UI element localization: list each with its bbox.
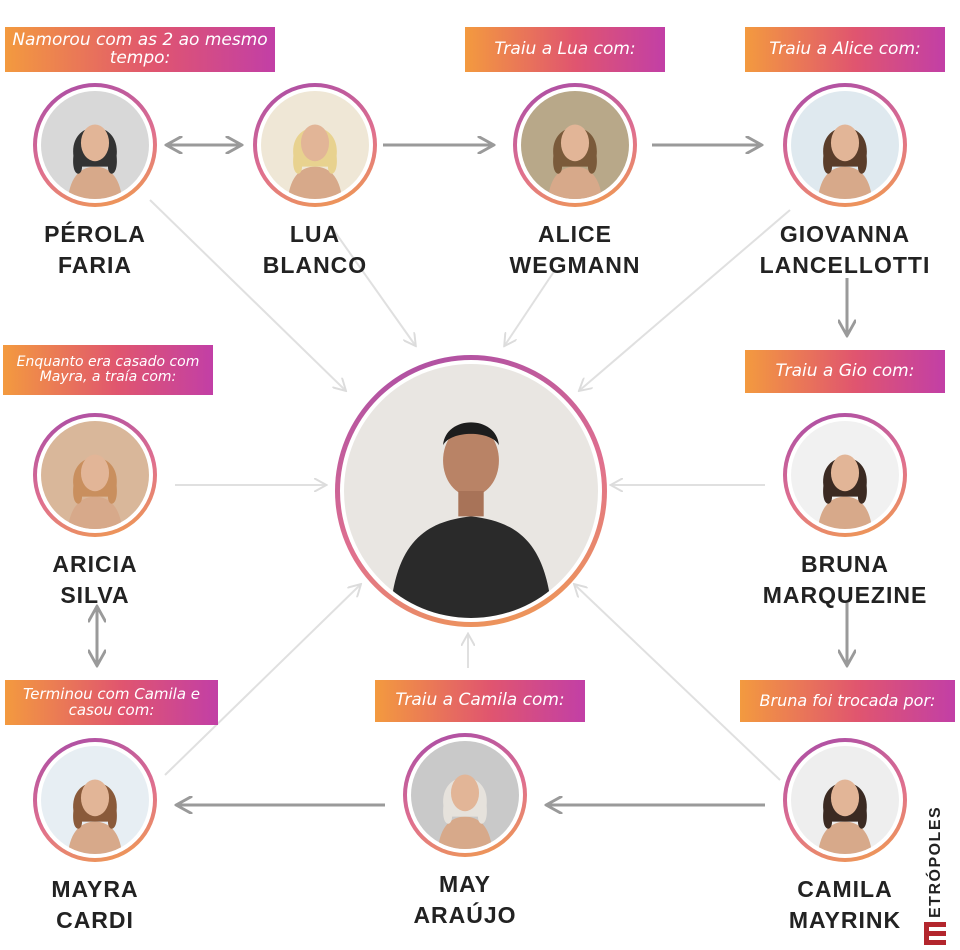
link-mayra-center (164, 585, 360, 776)
last-name: MAYRINK (788, 907, 902, 933)
mayra-portrait (41, 746, 149, 854)
last-name: LANCELLOTTI (759, 252, 931, 278)
first-name: MAY (439, 871, 491, 897)
first-name: BRUNA (800, 551, 890, 577)
giovanna-photo (783, 83, 907, 207)
aricia-portrait (41, 421, 149, 529)
first-name: GIOVANNA (779, 221, 911, 247)
man-photo (344, 364, 598, 618)
lua-name: LUA BLANCO (195, 219, 435, 281)
link-alice-center (505, 269, 556, 345)
last-name: BLANCO (262, 252, 368, 278)
first-name: ARICIA (52, 551, 138, 577)
first-name: ALICE (538, 221, 612, 247)
perola-photo (33, 83, 157, 207)
first-name: LUA (289, 221, 341, 247)
aricia-photo (33, 413, 157, 537)
last-name: MARQUEZINE (762, 582, 928, 608)
banner-ended-camila: Terminou com Camila e casou com: (5, 680, 218, 725)
camila-portrait (791, 746, 899, 854)
bruna-photo (783, 413, 907, 537)
last-name: ARAÚJO (413, 902, 517, 928)
last-name: FARIA (58, 252, 132, 278)
perola-portrait (41, 91, 149, 199)
mayra-name: MAYRA CARDI (0, 874, 215, 936)
banner-bruna-replaced: Bruna foi trocada por: (740, 680, 955, 722)
may-portrait (411, 741, 519, 849)
last-name: WEGMANN (509, 252, 641, 278)
center-person-photo (335, 355, 607, 627)
camila-name: CAMILA MAYRINK (725, 874, 960, 936)
first-name: MAYRA (51, 876, 139, 902)
banner-cheated-lua: Traiu a Lua com: (465, 27, 665, 72)
link-perola-center (149, 199, 345, 390)
aricia-name: ARICIA SILVA (0, 549, 215, 611)
last-name: CARDI (56, 907, 134, 933)
banner-dated-both: Namorou com as 2 ao mesmo tempo: (5, 27, 275, 72)
bruna-name: BRUNA MARQUEZINE (725, 549, 960, 611)
first-name: CAMILA (797, 876, 893, 902)
alice-name: ALICE WEGMANN (455, 219, 695, 281)
mayra-photo (33, 738, 157, 862)
giovanna-name: GIOVANNA LANCELLOTTI (725, 219, 960, 281)
metropoles-logo: ETRÓPOLES (924, 806, 946, 945)
may-name: MAY ARAÚJO (345, 869, 585, 931)
camila-photo (783, 738, 907, 862)
link-lua-center (329, 224, 415, 345)
banner-cheated-gio: Traiu a Gio com: (745, 350, 945, 393)
link-camila-center (575, 585, 781, 781)
lua-portrait (261, 91, 369, 199)
lua-photo (253, 83, 377, 207)
svg-text:ETRÓPOLES: ETRÓPOLES (925, 806, 944, 918)
alice-photo (513, 83, 637, 207)
bruna-portrait (791, 421, 899, 529)
banner-cheated-camila: Traiu a Camila com: (375, 680, 585, 722)
may-photo (403, 733, 527, 857)
banner-married-mayra: Enquanto era casado com Mayra, a traía c… (3, 345, 213, 395)
banner-cheated-alice: Traiu a Alice com: (745, 27, 945, 72)
giovanna-portrait (791, 91, 899, 199)
alice-portrait (521, 91, 629, 199)
perola-name: PÉROLA FARIA (0, 219, 215, 281)
last-name: SILVA (60, 582, 130, 608)
link-giovanna-center (580, 209, 791, 390)
first-name: PÉROLA (44, 221, 146, 247)
